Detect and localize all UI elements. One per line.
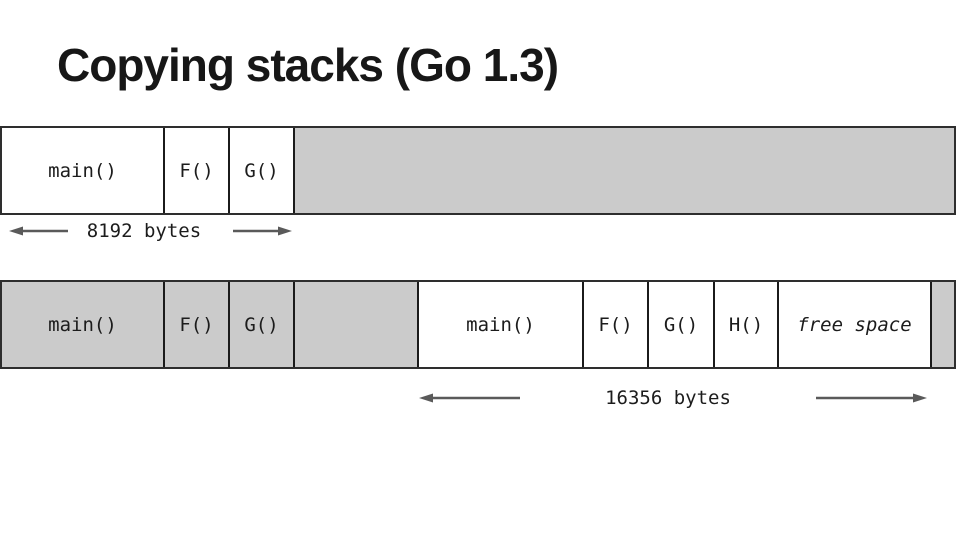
old-copy-frame-main: main() (2, 282, 165, 367)
slide-title: Copying stacks (Go 1.3) (57, 39, 559, 91)
right-arrow-icon (233, 226, 292, 236)
old-copy-frame-g: G() (230, 282, 295, 367)
new-stack-unused-strip (932, 282, 954, 367)
frame-label: G() (244, 313, 279, 336)
old-stack-bar: main() F() G() (0, 126, 956, 215)
new-stack-free-space: free space (779, 282, 932, 367)
old-copy-frame-f: F() (165, 282, 230, 367)
frame-label: main() (48, 159, 117, 182)
frame-label: main() (466, 313, 535, 336)
frame-label: F() (179, 313, 214, 336)
old-stack-frame-main: main() (2, 128, 165, 213)
frame-label: free space (797, 313, 912, 336)
frame-label: H() (728, 313, 764, 336)
old-stack-frame-g: G() (230, 128, 295, 213)
old-copy-unused-space (295, 282, 419, 367)
new-stack-frame-h: H() (715, 282, 779, 367)
left-arrow-icon (9, 226, 68, 236)
copied-stack-size-label: 16356 bytes (605, 387, 731, 409)
frame-label: F() (598, 313, 633, 336)
new-stack-frame-main: main() (419, 282, 584, 367)
frame-label: G() (663, 313, 699, 336)
copied-stack-bar: main() F() G() main() F() G() H() free s… (0, 280, 956, 369)
frame-label: F() (179, 159, 214, 182)
new-stack-frame-f: F() (584, 282, 649, 367)
frame-label: G() (244, 159, 279, 182)
old-stack-size-label: 8192 bytes (86, 220, 202, 242)
frame-label: main() (48, 313, 117, 336)
new-stack-frame-g: G() (649, 282, 715, 367)
right-arrow-icon (816, 393, 927, 403)
left-arrow-icon (419, 393, 520, 403)
old-stack-unused-space (295, 128, 954, 213)
old-stack-frame-f: F() (165, 128, 230, 213)
